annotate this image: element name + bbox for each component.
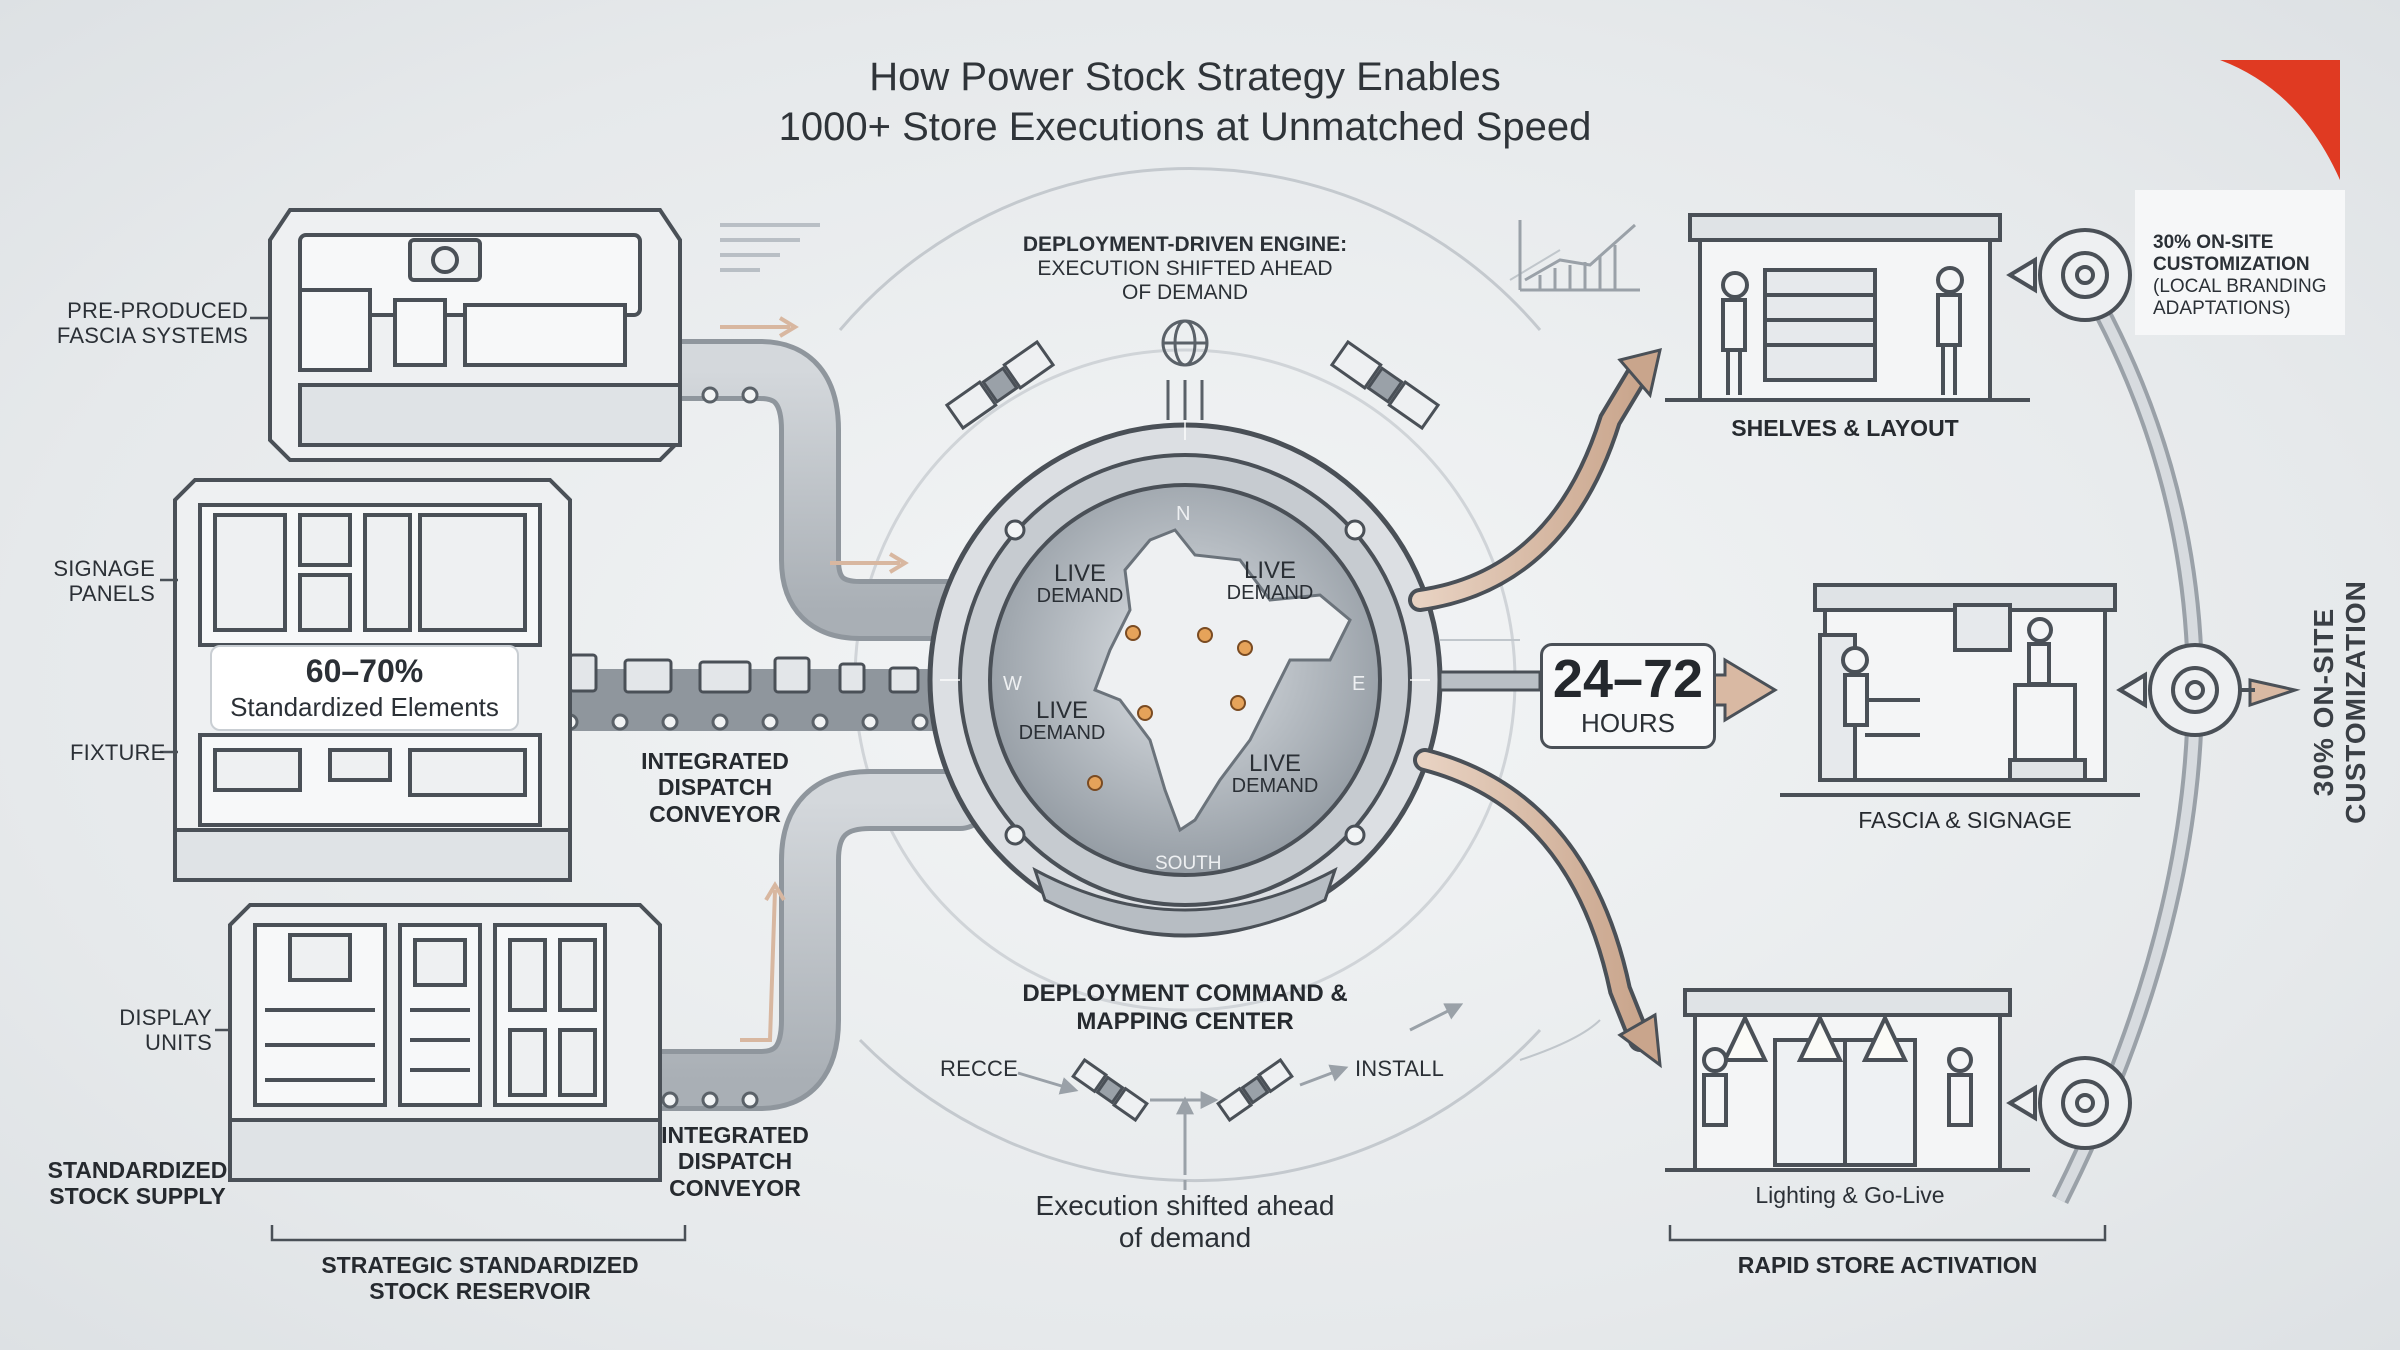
label-fixture: FIXTURE: [70, 740, 166, 765]
label-rapid-activation: RAPID STORE ACTIVATION: [1737, 1252, 2038, 1278]
store-shelves: [1665, 213, 2030, 402]
command-center-label: DEPLOYMENT COMMAND & MAPPING CENTER: [1022, 980, 1348, 1035]
compass-north: N: [1176, 503, 1191, 525]
gear-icons: [2006, 228, 2242, 1150]
title-line-2: 1000+ Store Executions at Unmatched Spee…: [778, 105, 1592, 149]
brand-corner-accent: [2220, 60, 2340, 180]
timing-unit: HOURS: [1581, 708, 1675, 738]
machine-display-unit: [228, 903, 662, 1182]
execution-shifted-caption: Execution shifted ahead of demand: [1035, 1190, 1335, 1254]
customization-note: 30% ON-SITE CUSTOMIZATION (LOCAL BRANDIN…: [2135, 190, 2345, 335]
label-fascia-systems: PRE-PRODUCED FASCIA SYSTEMS: [56, 298, 248, 349]
store-lighting: [1665, 988, 2030, 1172]
growth-chart-icon: [1518, 220, 1640, 292]
machine-signage-unit: [173, 478, 572, 882]
leader-lines: [160, 316, 2107, 1242]
engine-caption: DEPLOYMENT-DRIVEN ENGINE: EXECUTION SHIF…: [1022, 233, 1348, 305]
store-fascia: [1780, 583, 2140, 797]
label-display-units: DISPLAY UNITS: [119, 1005, 212, 1056]
page-title: How Power Stock Strategy Enables 1000+ S…: [0, 52, 2370, 152]
label-fascia-signage: FASCIA & SIGNAGE: [1858, 807, 2072, 833]
guide-lines: [1440, 249, 1601, 1061]
globe-icon: [1161, 319, 1209, 420]
conveyor-belts: [509, 339, 991, 1111]
timing-box: 24–72 HOURS: [1540, 643, 1716, 749]
label-stock-reservoir: STRATEGIC STANDARDIZED STOCK RESERVOIR: [321, 1252, 639, 1305]
flow-arrows-small: [720, 316, 909, 1042]
title-line-1: How Power Stock Strategy Enables: [869, 55, 1501, 99]
flow-arrows-to-stores: [1408, 347, 2301, 1069]
satellite-icons: [944, 339, 1441, 1123]
compass-south: SOUTH: [1155, 853, 1222, 874]
compass-west: W: [1003, 673, 1022, 695]
compass-east: E: [1352, 673, 1366, 695]
label-conveyor-upper: INTEGRATED DISPATCH CONVEYOR: [641, 748, 789, 827]
process-arrows: [1017, 1003, 1464, 1190]
label-stock-supply: STANDARDIZED STOCK SUPPLY: [47, 1157, 228, 1210]
label-conveyor-lower: INTEGRATED DISPATCH CONVEYOR: [661, 1122, 809, 1201]
vertical-customization-label: 30% ON-SITE CUSTOMIZATION: [2308, 580, 2371, 824]
percent-value: 60–70%: [305, 653, 424, 689]
machine-fascia-unit: [268, 208, 682, 462]
label-lighting-go-live: Lighting & Go-Live: [1755, 1182, 1945, 1208]
standardized-elements-badge: 60–70% Standardized Elements: [210, 645, 519, 731]
percent-label: Standardized Elements: [230, 692, 499, 722]
label-recce: RECCE: [940, 1056, 1019, 1081]
label-install: INSTALL: [1355, 1056, 1445, 1081]
motion-lines: [720, 223, 820, 272]
timing-value: 24–72: [1552, 649, 1704, 709]
command-hub: [927, 420, 1443, 938]
label-signage-panels: SIGNAGE PANELS: [53, 556, 155, 607]
label-shelves-layout: SHELVES & LAYOUT: [1731, 415, 1959, 441]
conveyor-packages: [568, 653, 920, 694]
